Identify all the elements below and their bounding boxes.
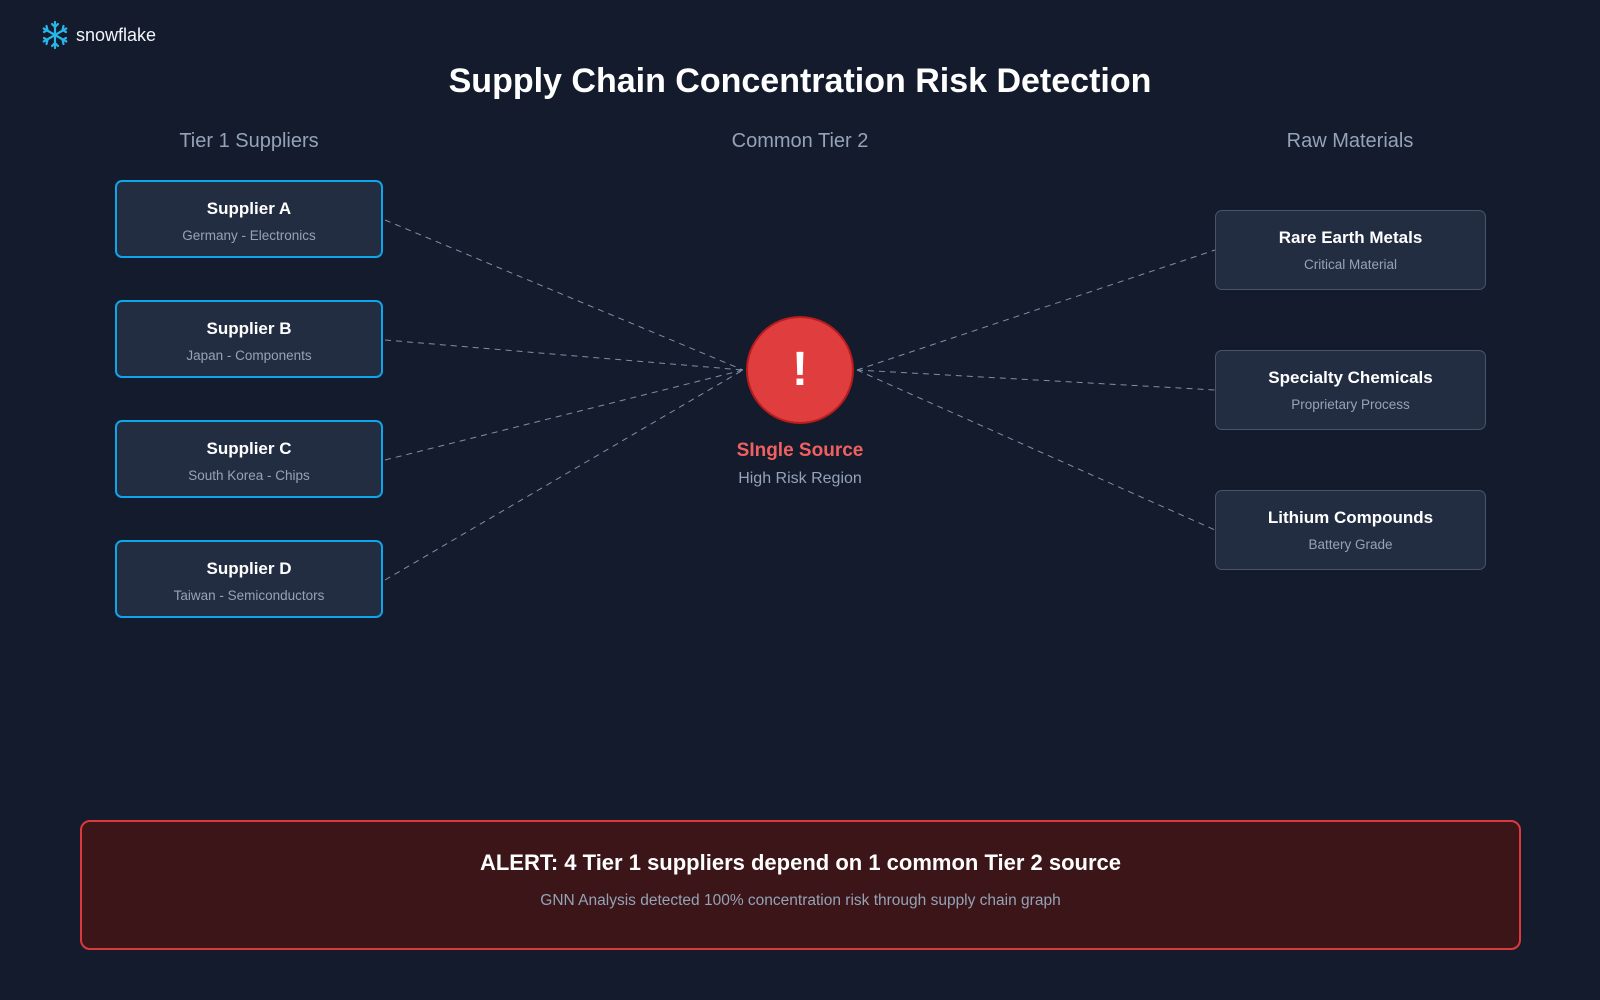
edge-chemicals — [856, 369, 1216, 391]
snowflake-icon — [42, 20, 68, 50]
column-header-raw-materials: Raw Materials — [1286, 130, 1414, 152]
brand-name: snowflake — [76, 24, 157, 45]
material-node-rare-earth[interactable]: Rare Earth Metals Critical Material — [1215, 210, 1486, 290]
material-node-lithium[interactable]: Lithium Compounds Battery Grade — [1215, 490, 1486, 570]
column-header-tier2: Common Tier 2 — [731, 130, 869, 152]
hub-title: SIngle Source — [736, 440, 864, 461]
supplier-name: Supplier C — [206, 439, 292, 458]
material-name: Lithium Compounds — [1267, 508, 1434, 527]
supplier-detail: Taiwan - Semiconductors — [173, 588, 325, 603]
supplier-node-c[interactable]: Supplier C South Korea - Chips — [115, 420, 383, 498]
edge-rare-earth — [856, 249, 1216, 371]
material-name: Specialty Chemicals — [1268, 368, 1433, 387]
brand-logo: snowflake — [40, 20, 156, 50]
material-node-chemicals[interactable]: Specialty Chemicals Proprietary Process — [1215, 350, 1486, 430]
material-detail: Battery Grade — [1308, 537, 1393, 552]
supplier-name: Supplier D — [206, 559, 292, 578]
supplier-node-a[interactable]: Supplier A Germany - Electronics — [115, 180, 383, 258]
material-detail: Critical Material — [1303, 257, 1398, 272]
material-detail: Proprietary Process — [1291, 397, 1410, 412]
edge-supplier-b — [384, 339, 744, 371]
material-name: Rare Earth Metals — [1278, 228, 1423, 247]
supplier-node-d[interactable]: Supplier D Taiwan - Semiconductors — [115, 540, 383, 618]
edge-supplier-a — [384, 219, 744, 371]
supplier-detail: Germany - Electronics — [182, 228, 316, 243]
single-source-hub[interactable]: ! — [746, 316, 854, 424]
supplier-name: Supplier A — [206, 199, 292, 218]
alert-title: ALERT: 4 Tier 1 suppliers depend on 1 co… — [479, 850, 1122, 875]
supplier-node-b[interactable]: Supplier B Japan - Components — [115, 300, 383, 378]
page-title: Supply Chain Concentration Risk Detectio… — [448, 62, 1152, 100]
exclamation-icon: ! — [792, 343, 808, 396]
supplier-detail: Japan - Components — [186, 348, 312, 363]
supplier-detail: South Korea - Chips — [188, 468, 310, 483]
alert-banner: ALERT: 4 Tier 1 suppliers depend on 1 co… — [80, 820, 1521, 950]
alert-subtitle: GNN Analysis detected 100% concentration… — [540, 892, 1061, 909]
column-header-tier1: Tier 1 Suppliers — [179, 130, 319, 152]
supplier-name: Supplier B — [206, 319, 292, 338]
hub-subtitle: High Risk Region — [738, 470, 862, 487]
